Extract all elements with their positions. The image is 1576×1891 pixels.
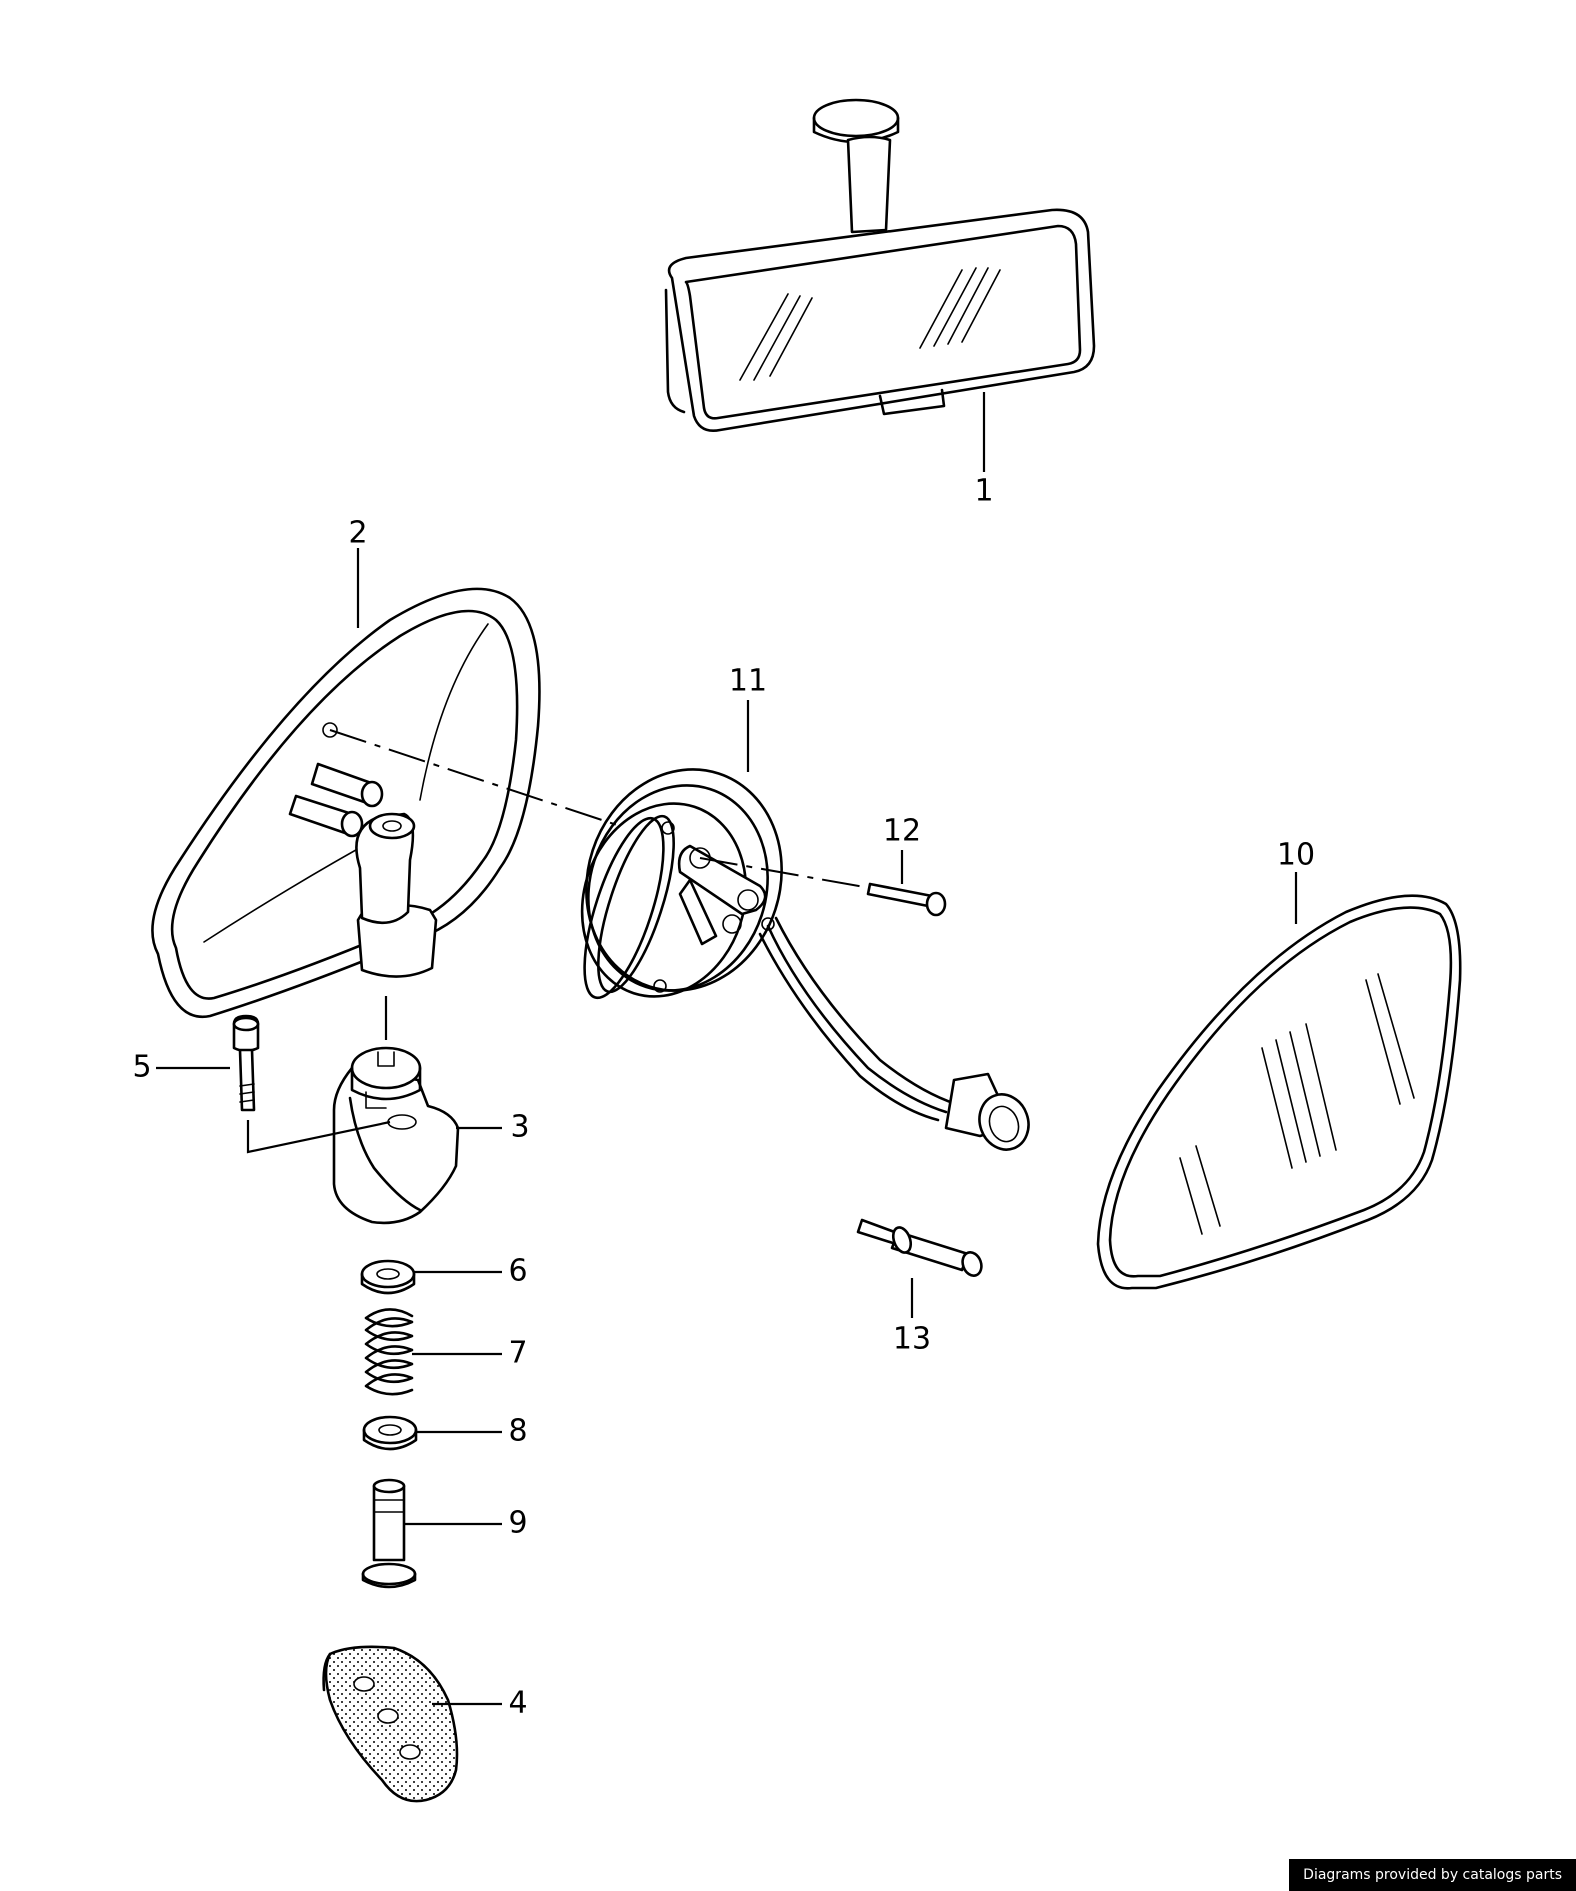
part-4-gasket	[322, 1645, 459, 1803]
callout-13: 13	[893, 1322, 931, 1357]
callout-8: 8	[508, 1414, 527, 1449]
part-6-washer	[360, 1259, 416, 1295]
assembly-lines	[246, 729, 871, 1154]
part-5-screw	[232, 1014, 260, 1112]
callouts: 1 2 11 12 10 13 3 5 6 7 8 9 4	[132, 474, 1315, 1721]
callout-6: 6	[508, 1254, 527, 1289]
credit-banner: Diagrams provided by catalogs parts	[1289, 1859, 1576, 1891]
callout-7: 7	[508, 1336, 527, 1371]
callout-5: 5	[132, 1050, 151, 1085]
part-9-bolt	[361, 1478, 417, 1589]
part-7-spring	[364, 1308, 414, 1396]
callout-9: 9	[508, 1506, 527, 1541]
part-12-screw	[866, 882, 947, 917]
part-2-mirror-housing	[151, 587, 541, 1019]
leader-lines	[156, 392, 1298, 1706]
part-8-washer	[362, 1415, 418, 1451]
callout-4: 4	[508, 1686, 527, 1721]
part-11-adjuster-motor	[580, 768, 1030, 1151]
part-3-mirror-base	[332, 1046, 460, 1225]
callout-10: 10	[1277, 838, 1315, 873]
callout-11: 11	[729, 664, 767, 699]
part-1-interior-mirror	[664, 98, 1096, 432]
callout-3: 3	[510, 1110, 529, 1145]
callout-2: 2	[348, 516, 367, 551]
part-10-mirror-glass	[1096, 894, 1462, 1290]
callout-12: 12	[883, 814, 921, 849]
part-13-pin	[856, 1218, 983, 1277]
callout-1: 1	[974, 474, 993, 509]
